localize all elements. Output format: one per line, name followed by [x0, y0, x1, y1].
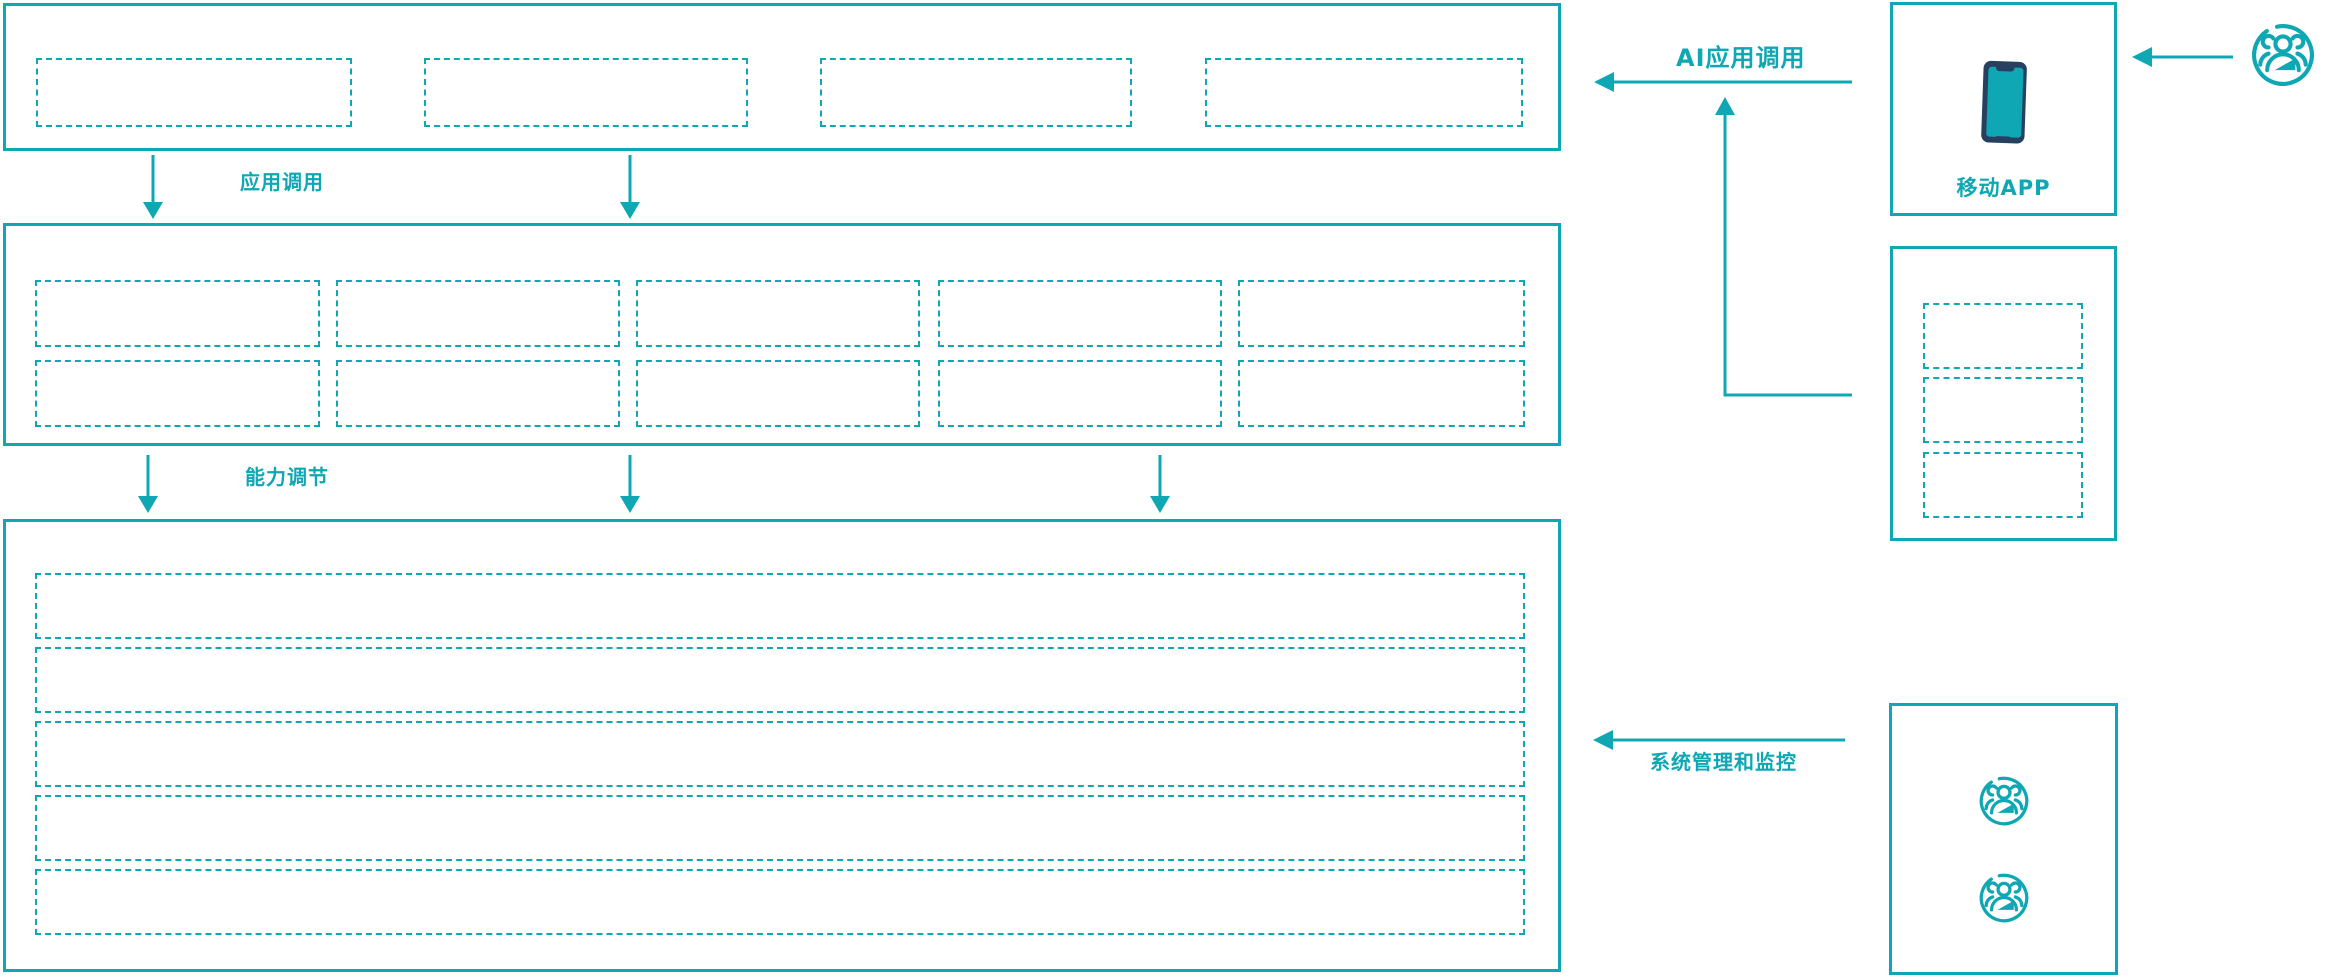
- arrow-left-user-to-app: [2132, 47, 2233, 67]
- placeholder-box: [636, 360, 920, 427]
- arrow-down-capability-1: [138, 455, 158, 513]
- placeholder-box: [1238, 360, 1525, 427]
- placeholder-box: [35, 360, 320, 427]
- label-system-monitor: 系统管理和监控: [1650, 750, 1797, 774]
- label-ai-app-call: AI应用调用: [1676, 44, 1806, 72]
- placeholder-row: [35, 721, 1525, 787]
- placeholder-row: [35, 869, 1525, 935]
- placeholder-box: [35, 280, 320, 347]
- placeholder-box: [36, 58, 352, 127]
- placeholder-box: [820, 58, 1132, 127]
- placeholder-row: [35, 647, 1525, 713]
- placeholder-row: [35, 573, 1525, 639]
- arrow-down-capability-3: [1150, 455, 1170, 513]
- arrow-down-app-call-1: [143, 155, 163, 219]
- placeholder-box: [1923, 303, 2083, 369]
- smartphone-icon: [1981, 60, 2027, 144]
- arrow-down-capability-2: [620, 455, 640, 513]
- arrow-left-ai-app-call: [1594, 72, 1852, 92]
- placeholder-box: [1923, 377, 2083, 443]
- user-group-icon: [1979, 776, 2029, 826]
- label-capability-adjust: 能力调节: [245, 465, 329, 489]
- placeholder-box: [1238, 280, 1525, 347]
- connector-service-stack-elbow: [1715, 97, 1852, 397]
- placeholder-box: [1205, 58, 1523, 127]
- user-group-icon: [2252, 24, 2314, 86]
- user-group-icon: [1979, 873, 2029, 923]
- placeholder-box: [636, 280, 920, 347]
- label-app-call: 应用调用: [240, 170, 324, 194]
- placeholder-box: [336, 360, 620, 427]
- placeholder-row: [35, 795, 1525, 861]
- arrow-left-system-monitor: [1593, 730, 1845, 750]
- placeholder-box: [424, 58, 748, 127]
- placeholder-box: [938, 280, 1222, 347]
- placeholder-box: [1923, 452, 2083, 518]
- placeholder-box: [938, 360, 1222, 427]
- arrow-down-app-call-2: [620, 155, 640, 219]
- mobile-app-label: 移动APP: [1956, 176, 2051, 200]
- admin-monitor-box: [1889, 703, 2118, 975]
- placeholder-box: [336, 280, 620, 347]
